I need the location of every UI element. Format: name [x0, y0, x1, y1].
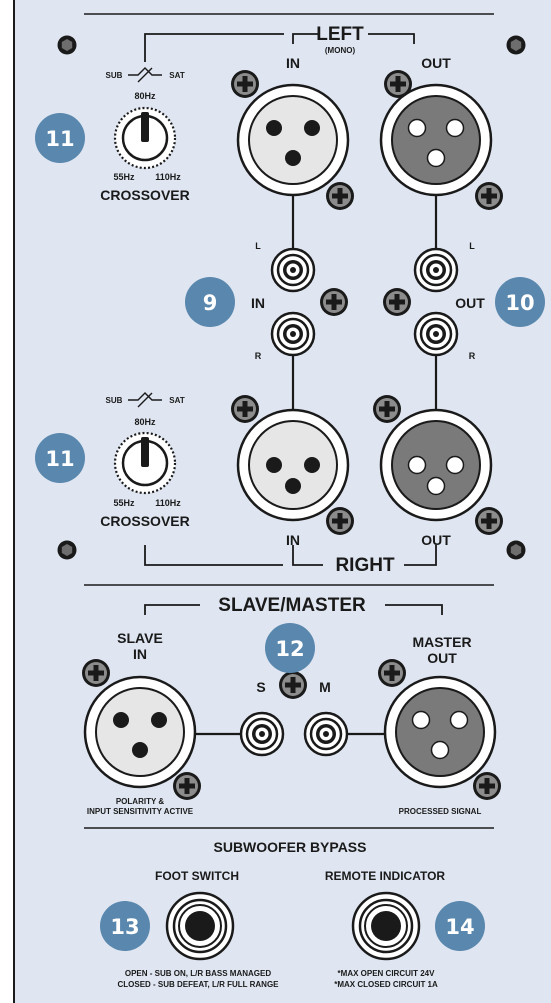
polarity-note-2: INPUT SENSITIVITY ACTIVE — [87, 807, 194, 816]
hex-nut-icon — [507, 541, 526, 560]
foot-switch-note-2: CLOSED - SUB DEFEAT, L/R FULL RANGE — [117, 980, 279, 989]
screw-icon — [279, 671, 307, 699]
remote-note-1: *MAX OPEN CIRCUIT 24V — [338, 969, 436, 978]
rca-in-label: IN — [251, 295, 265, 311]
crossover-bottom-sat: SAT — [169, 396, 185, 405]
hex-nut-icon — [507, 36, 526, 55]
processed-signal-note: PROCESSED SIGNAL — [399, 807, 482, 816]
crossover-bottom-80hz: 80Hz — [134, 417, 156, 427]
switch-s-label: S — [256, 679, 265, 695]
badge-11-bottom: 11 — [35, 433, 85, 483]
rca-out-l-label: L — [469, 241, 475, 251]
slave-rca-jack[interactable] — [241, 713, 283, 755]
foot-switch-label: FOOT SWITCH — [155, 869, 239, 883]
crossover-top-sub: SUB — [106, 71, 123, 80]
crossover-bottom-55hz: 55Hz — [113, 498, 135, 508]
badge-12: 12 — [265, 623, 315, 673]
polarity-note-1: POLARITY & — [116, 797, 165, 806]
crossover-bottom-title: CROSSOVER — [100, 513, 189, 529]
xlr-master-out-connector[interactable] — [385, 677, 495, 787]
crossover-bottom-knob[interactable] — [115, 433, 175, 493]
crossover-top-title: CROSSOVER — [100, 187, 189, 203]
right-header: RIGHT — [335, 555, 395, 576]
screw-icon — [82, 659, 110, 687]
slave-master-header: SLAVE/MASTER — [218, 595, 366, 616]
master-rca-jack[interactable] — [305, 713, 347, 755]
screw-icon — [378, 659, 406, 687]
switch-m-label: M — [319, 679, 331, 695]
right-out-label: OUT — [421, 532, 451, 548]
screw-icon — [383, 288, 411, 316]
rca-in-l-label: L — [255, 241, 261, 251]
screw-icon — [173, 772, 201, 800]
crossover-top-110hz: 110Hz — [155, 172, 181, 182]
master-label: MASTER — [412, 634, 471, 650]
rca-out-r-label: R — [469, 351, 476, 361]
screw-icon — [231, 70, 259, 98]
screw-icon — [326, 507, 354, 535]
rca-out-left-jack[interactable] — [415, 249, 457, 291]
xlr-left-in-connector[interactable] — [238, 85, 348, 195]
badge-11-top: 11 — [35, 113, 85, 163]
svg-text:11: 11 — [45, 127, 74, 151]
rca-out-label: OUT — [455, 295, 485, 311]
screw-icon — [475, 507, 503, 535]
hex-nut-icon — [58, 36, 77, 55]
crossover-bottom-110hz: 110Hz — [155, 498, 181, 508]
badge-14: 14 — [435, 901, 485, 951]
remote-note-2: *MAX CLOSED CIRCUIT 1A — [334, 980, 438, 989]
foot-switch-note-1: OPEN - SUB ON, L/R BASS MANAGED — [125, 969, 271, 978]
slave-label: SLAVE — [117, 630, 163, 646]
hex-nut-icon — [58, 541, 77, 560]
subwoofer-bypass-title: SUBWOOFER BYPASS — [214, 839, 367, 855]
crossover-bottom-sub: SUB — [106, 396, 123, 405]
crossover-top-knob[interactable] — [115, 108, 175, 168]
left-out-label: OUT — [421, 55, 451, 71]
remote-indicator-jack[interactable] — [353, 893, 419, 959]
screw-icon — [473, 772, 501, 800]
svg-text:12: 12 — [275, 637, 304, 661]
svg-text:11: 11 — [45, 447, 74, 471]
rca-in-r-label: R — [255, 351, 262, 361]
svg-text:9: 9 — [203, 291, 218, 315]
xlr-left-out-connector[interactable] — [381, 85, 491, 195]
xlr-right-out-connector[interactable] — [381, 410, 491, 520]
left-in-label: IN — [286, 55, 300, 71]
badge-9: 9 — [185, 277, 235, 327]
screw-icon — [320, 288, 348, 316]
xlr-slave-in-connector[interactable] — [85, 677, 195, 787]
foot-switch-jack[interactable] — [167, 893, 233, 959]
svg-text:13: 13 — [110, 915, 139, 939]
svg-text:14: 14 — [445, 915, 474, 939]
screw-icon — [326, 182, 354, 210]
crossover-top-80hz: 80Hz — [134, 91, 156, 101]
rca-in-left-jack[interactable] — [272, 249, 314, 291]
slave-in-label: IN — [133, 646, 147, 662]
crossover-top-55hz: 55Hz — [113, 172, 135, 182]
xlr-right-in-connector[interactable] — [238, 410, 348, 520]
screw-icon — [384, 70, 412, 98]
rca-in-right-jack[interactable] — [272, 313, 314, 355]
screw-icon — [475, 182, 503, 210]
left-header: LEFT — [316, 24, 364, 45]
right-in-label: IN — [286, 532, 300, 548]
remote-indicator-label: REMOTE INDICATOR — [325, 869, 446, 883]
badge-10: 10 — [495, 277, 545, 327]
master-out-label: OUT — [427, 650, 457, 666]
screw-icon — [231, 395, 259, 423]
rca-out-right-jack[interactable] — [415, 313, 457, 355]
left-subheader: (MONO) — [325, 46, 356, 55]
crossover-top-sat: SAT — [169, 71, 185, 80]
svg-text:10: 10 — [505, 291, 534, 315]
screw-icon — [373, 395, 401, 423]
badge-13: 13 — [100, 901, 150, 951]
